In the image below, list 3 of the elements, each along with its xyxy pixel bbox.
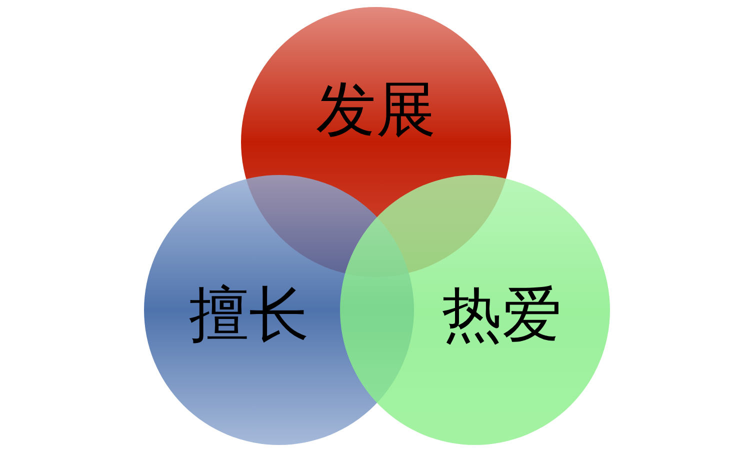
circle-label: 热爱 xyxy=(442,285,562,345)
circle-label: 发展 xyxy=(316,80,436,140)
circle-label: 擅长 xyxy=(189,285,309,345)
